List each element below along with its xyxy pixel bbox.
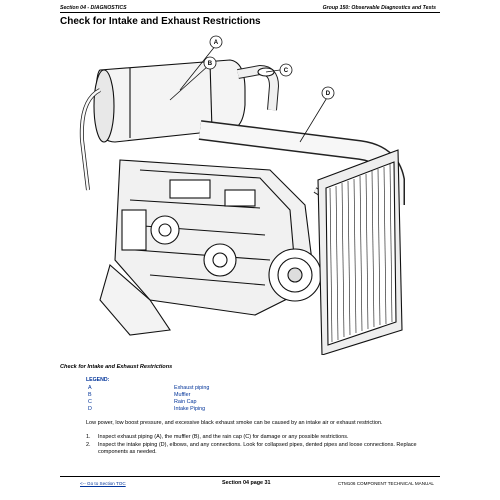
legend-key: C: [88, 399, 92, 405]
step-text: Inspect exhaust piping (A), the muffler …: [98, 434, 349, 440]
callout-b: B: [208, 61, 213, 67]
section-toc-link[interactable]: <-- Go to Section TOC: [80, 481, 126, 486]
legend-key: D: [88, 406, 92, 412]
intro-paragraph: Low power, low boost pressure, and exces…: [86, 420, 383, 426]
legend-value: Muffler: [174, 392, 191, 398]
header-divider: [60, 12, 440, 13]
step-text: Inspect the intake piping (D), elbows, a…: [98, 442, 417, 455]
figure-caption: Check for Intake and Exhaust Restriction…: [60, 364, 173, 370]
legend-title: LEGEND:: [86, 377, 110, 383]
group-header: Group 150: Observable Diagnostics and Te…: [322, 5, 436, 11]
list-item: 2. Inspect the intake piping (D), elbows…: [86, 442, 436, 456]
steps-list: 1. Inspect exhaust piping (A), the muffl…: [86, 434, 436, 457]
page-title: Check for Intake and Exhaust Restriction…: [60, 16, 261, 27]
section-header: Section 04 - DIAGNOSTICS: [60, 5, 127, 11]
callout-d: D: [326, 91, 331, 97]
list-item: 1. Inspect exhaust piping (A), the muffl…: [86, 434, 436, 441]
page-number: Section 04 page 31: [222, 480, 271, 486]
engine-illustration: A B C D: [79, 35, 405, 355]
step-number: 1.: [86, 434, 91, 440]
legend: LEGEND: A Exhaust piping B Muffler C Rai…: [86, 377, 216, 413]
legend-value: Exhaust piping: [174, 385, 210, 391]
footer-divider: [60, 476, 440, 477]
step-number: 2.: [86, 442, 91, 448]
legend-key: A: [88, 385, 92, 391]
callout-a: A: [214, 40, 219, 46]
manual-name: CTM106 COMPONENT TECHNICAL MANUAL: [337, 481, 434, 486]
legend-value: Rain Cap: [174, 399, 197, 405]
legend-key: B: [88, 392, 92, 398]
callout-c: C: [284, 68, 289, 74]
legend-value: Intake Piping: [174, 406, 206, 412]
